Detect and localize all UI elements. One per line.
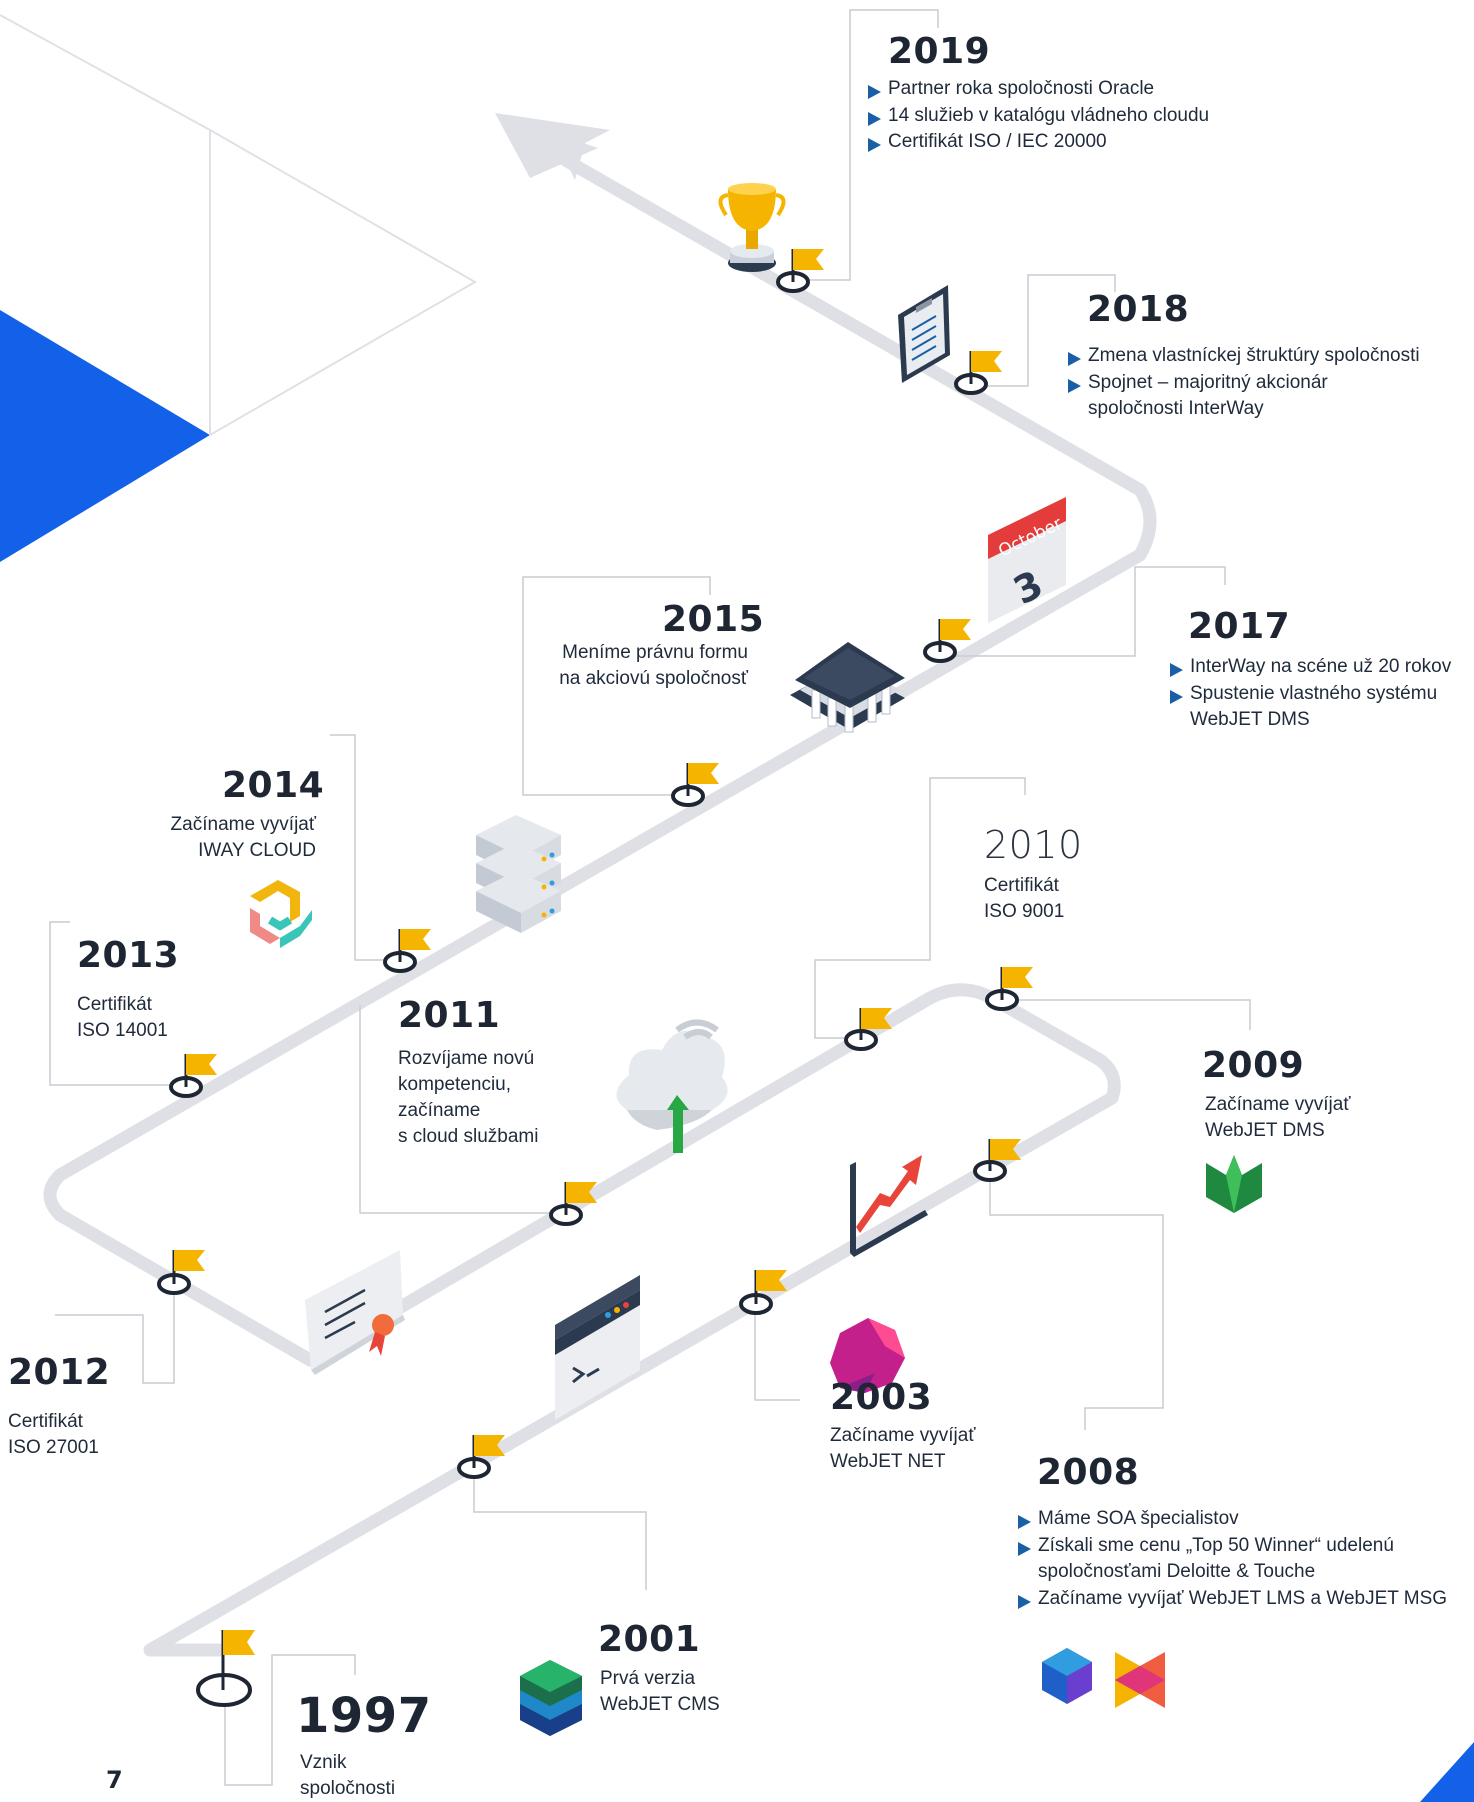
milestone-2019-item: Certifikát ISO / IEC 20000 [868, 129, 1209, 156]
milestone-2017-item: Spustenie vlastného systému [1170, 681, 1451, 708]
marker-2018 [954, 351, 1002, 395]
webjet-lms-logo [1042, 1648, 1092, 1704]
growth-chart-icon [850, 1155, 928, 1257]
milestone-1997-text: Vznik spoločnosti [300, 1750, 395, 1802]
year-2010: 2010 [984, 823, 1083, 867]
milestone-2013-text: Certifikát ISO 14001 [77, 992, 168, 1044]
milestone-2012-text: Certifikát ISO 27001 [8, 1409, 99, 1461]
milestone-2015-line: Meníme právnu formu [562, 642, 748, 663]
milestone-1997-line: spoločnosti [300, 1778, 396, 1799]
timeline-path [43, 143, 1157, 1657]
year-2003: 2003 [830, 1377, 933, 1418]
milestone-2014-line: Začíname vyvíjať [170, 814, 316, 835]
milestone-2011-line: kompetenciu, [398, 1074, 512, 1095]
milestone-2011-line: začíname [398, 1100, 481, 1121]
milestone-2017-item-continued: WebJET DMS [1190, 709, 1310, 730]
milestone-2018-list: Zmena vlastníckej štruktúry spoločnosti … [1068, 343, 1420, 423]
marker-2009 [985, 967, 1033, 1011]
year-2001: 2001 [598, 1619, 701, 1660]
milestone-2017-list: InterWay na scéne už 20 rokov Spustenie … [1170, 654, 1451, 734]
milestone-2015-text: Meníme právnu formu na akciovú spoločnos… [559, 640, 748, 692]
certificate-icon [305, 1250, 405, 1375]
cloud-icon [616, 1019, 728, 1153]
marker-2003 [739, 1270, 787, 1315]
milestone-2008-list: Máme SOA špecialistov Získali sme cenu „… [1018, 1506, 1447, 1612]
milestone-2001-text: Prvá verzia WebJET CMS [600, 1666, 720, 1718]
page-number: 7 [106, 1766, 123, 1794]
milestone-2011-line: Rozvíjame novú [398, 1048, 535, 1069]
year-2012: 2012 [8, 1352, 111, 1393]
milestone-2019-item: 14 služieb v katalógu vládneho cloudu [868, 103, 1209, 130]
marker-1997 [196, 1630, 255, 1707]
year-2014: 2014 [222, 765, 325, 806]
trophy-icon [718, 183, 786, 272]
marker-2017 [923, 619, 971, 663]
milestone-2009-text: Začíname vyvíjať WebJET DMS [1205, 1092, 1350, 1144]
marker-2013 [169, 1054, 217, 1098]
year-1997: 1997 [296, 1688, 432, 1744]
bank-icon [790, 642, 905, 733]
year-2015: 2015 [662, 599, 765, 640]
marker-2008 [973, 1139, 1021, 1182]
milestone-2010-line: Certifikát [984, 875, 1059, 896]
year-2009: 2009 [1202, 1045, 1305, 1086]
background-triangles [0, 14, 1474, 1802]
milestone-2011-line: s cloud službami [398, 1126, 539, 1147]
milestone-2008-item: Máme SOA špecialistov [1018, 1506, 1447, 1533]
milestone-1997-line: Vznik [300, 1752, 347, 1773]
year-2019: 2019 [888, 31, 991, 72]
marker-2001 [457, 1435, 505, 1479]
webjet-net-logo [830, 1318, 905, 1393]
milestone-2009-line: WebJET DMS [1205, 1120, 1325, 1141]
milestone-2001-line: WebJET CMS [600, 1694, 720, 1715]
server-icon [476, 815, 561, 933]
milestone-2018-item-continued: spoločnosti InterWay [1088, 398, 1264, 419]
milestone-2003-text: Začíname vyvíjať WebJET NET [830, 1423, 975, 1475]
marker-2012 [157, 1250, 205, 1295]
milestone-2010-text: Certifikát ISO 9001 [984, 873, 1064, 925]
terminal-window-icon [555, 1275, 640, 1420]
milestone-2008-item: Získali sme cenu „Top 50 Winner“ udelenú [1018, 1533, 1447, 1560]
milestone-2019-list: Partner roka spoločnosti Oracle 14 služi… [868, 76, 1209, 156]
milestone-markers [157, 249, 1033, 1707]
year-2011: 2011 [398, 995, 501, 1036]
milestone-2019-item: Partner roka spoločnosti Oracle [868, 76, 1209, 103]
milestone-2001-line: Prvá verzia [600, 1668, 696, 1689]
milestone-2008-item: Začíname vyvíjať WebJET LMS a WebJET MSG [1018, 1586, 1447, 1613]
marker-2019 [776, 249, 824, 293]
marker-2011 [549, 1182, 597, 1226]
milestone-2010-line: ISO 9001 [984, 901, 1065, 922]
milestone-2003-line: Začíname vyvíjať [830, 1425, 976, 1446]
milestone-2018-item: Spojnet – majoritný akcionár [1068, 370, 1420, 397]
milestone-2018-item: Zmena vlastníckej štruktúry spoločnosti [1068, 343, 1420, 370]
milestone-2003-line: WebJET NET [830, 1451, 946, 1472]
milestone-2017-item: InterWay na scéne už 20 rokov [1170, 654, 1451, 681]
milestone-2013-line: ISO 14001 [77, 1020, 168, 1041]
marker-2014 [383, 929, 431, 973]
year-2008: 2008 [1037, 1452, 1140, 1493]
milestone-2014-text: Začíname vyvíjať IWAY CLOUD [171, 812, 316, 864]
milestone-2012-line: ISO 27001 [8, 1437, 99, 1458]
webjet-cms-logo [520, 1660, 582, 1736]
milestone-2011-text: Rozvíjame novú kompetenciu, začíname s c… [398, 1046, 538, 1150]
year-2017: 2017 [1188, 606, 1291, 647]
milestone-2009-line: Začíname vyvíjať [1205, 1094, 1351, 1115]
year-2018: 2018 [1087, 289, 1190, 330]
milestone-2015-line: na akciovú spoločnosť [559, 668, 748, 689]
marker-2015 [671, 763, 719, 807]
webjet-msg-logo [1115, 1652, 1165, 1708]
webjet-dms-logo [1206, 1155, 1262, 1213]
clipboard-icon [898, 285, 950, 383]
marker-2010 [844, 1008, 892, 1051]
iway-cloud-logo [250, 880, 312, 948]
milestone-2012-line: Certifikát [8, 1411, 83, 1432]
milestone-2008-item-continued: spoločnosťami Deloitte & Touche [1038, 1561, 1316, 1582]
year-2013: 2013 [77, 935, 180, 976]
milestone-2014-line: IWAY CLOUD [198, 840, 316, 861]
milestone-2013-line: Certifikát [77, 994, 152, 1015]
